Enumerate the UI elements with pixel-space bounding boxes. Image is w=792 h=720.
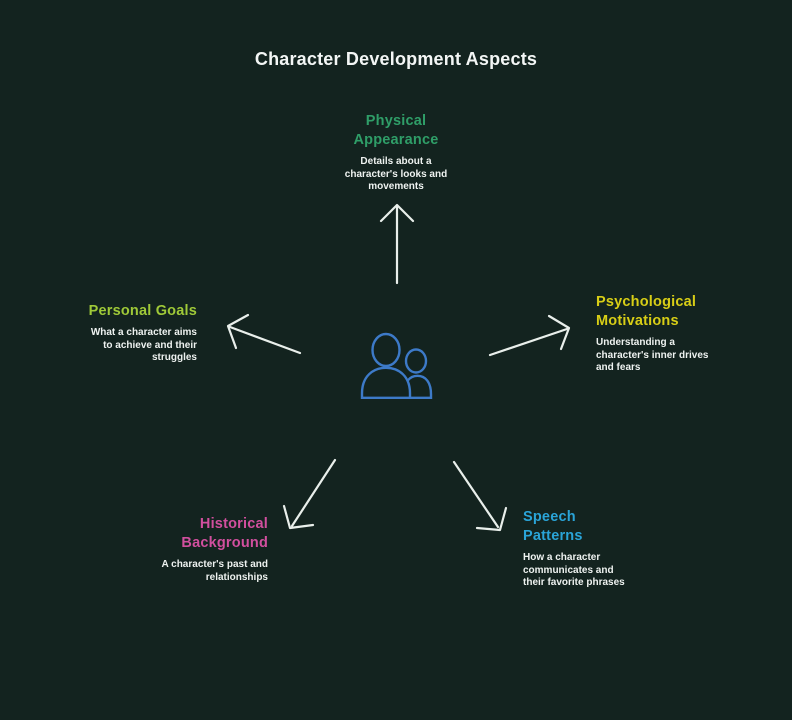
node-speech-patterns-label: Speech Patterns <box>523 509 583 544</box>
node-physical-appearance: Physical Appearance Details about a char… <box>316 112 476 194</box>
node-physical-appearance-label: Physical Appearance <box>353 113 439 148</box>
node-psychological-motivations-description: Understanding a character's inner drives… <box>596 337 709 373</box>
arrow-personal-goals <box>226 313 302 355</box>
people-icon <box>360 332 433 399</box>
node-physical-appearance-description: Details about a character's looks and mo… <box>344 156 448 192</box>
node-personal-goals: Personal Goals What a character aims to … <box>27 302 197 365</box>
node-speech-patterns: Speech Patterns How a character communic… <box>523 508 663 590</box>
front-person-body <box>360 366 412 399</box>
page-title: Character Development Aspects <box>254 49 538 69</box>
node-personal-goals-description: What a character aims to achieve and the… <box>90 327 197 363</box>
node-historical-background-label: Historical Background <box>181 516 268 551</box>
node-psychological-motivations-label: Psychological Motivations <box>596 294 697 329</box>
arrow-psychological-motivations <box>488 314 571 357</box>
front-person-head <box>371 332 401 368</box>
arrow-speech-patterns <box>452 460 508 532</box>
node-psychological-motivations: Psychological Motivations Understanding … <box>596 293 746 375</box>
arrow-historical-background <box>282 458 337 530</box>
node-historical-background: Historical Background A character's past… <box>98 515 269 584</box>
node-personal-goals-label: Personal Goals <box>88 303 197 319</box>
node-historical-background-description: A character's past and relationships <box>161 559 269 583</box>
node-speech-patterns-description: How a character communicates and their f… <box>523 552 625 588</box>
arrows <box>226 203 571 532</box>
back-person-head <box>404 348 428 374</box>
arrow-physical-appearance <box>379 203 415 285</box>
